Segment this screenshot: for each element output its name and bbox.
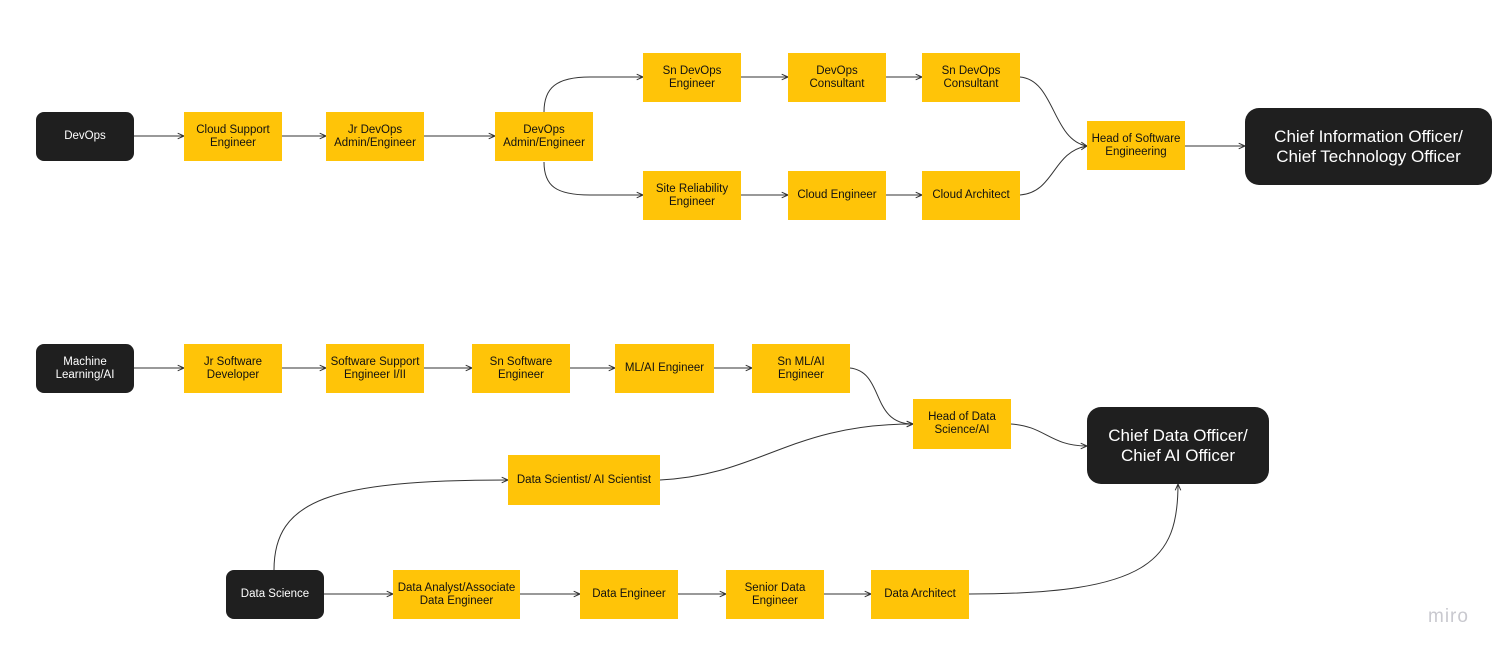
node-machine-learning-ai[interactable]: Machine Learning/AI — [36, 344, 134, 393]
node-jr-software-developer[interactable]: Jr Software Developer — [184, 344, 282, 393]
edge-sn-devops-consultant-to-head-software — [1019, 76, 1087, 146]
edge-sn-ml-ai-engineer-to-head-data-science — [849, 367, 913, 424]
node-sn-ml-ai-engineer[interactable]: Sn ML/AI Engineer — [752, 344, 850, 393]
node-sn-devops-consultant[interactable]: Sn DevOps Consultant — [922, 53, 1020, 102]
edge-head-data-science-to-cdo — [1010, 423, 1087, 446]
edge-data-scientist-to-head-data-science — [659, 424, 913, 481]
node-head-of-software-engineering[interactable]: Head of Software Engineering — [1087, 121, 1185, 170]
node-sn-devops-engineer[interactable]: Sn DevOps Engineer — [643, 53, 741, 102]
node-software-support-engineer[interactable]: Software Support Engineer I/II — [326, 344, 424, 393]
node-data-architect[interactable]: Data Architect — [871, 570, 969, 619]
node-head-of-data-science-ai[interactable]: Head of Data Science/AI — [913, 399, 1011, 449]
node-jr-devops-admin-engineer[interactable]: Jr DevOps Admin/Engineer — [326, 112, 424, 161]
edge-devops-admin-to-sn-devops-eng — [543, 77, 643, 113]
node-cdo-caio[interactable]: Chief Data Officer/ Chief AI Officer — [1087, 407, 1269, 484]
node-cio-cto[interactable]: Chief Information Officer/ Chief Technol… — [1245, 108, 1492, 185]
node-data-scientist-ai-scientist[interactable]: Data Scientist/ AI Scientist — [508, 455, 660, 505]
edge-data-architect-to-cdo — [968, 484, 1178, 595]
node-sn-software-engineer[interactable]: Sn Software Engineer — [472, 344, 570, 393]
node-data-analyst-associate[interactable]: Data Analyst/Associate Data Engineer — [393, 570, 520, 619]
node-cloud-engineer[interactable]: Cloud Engineer — [788, 171, 886, 220]
node-cloud-architect[interactable]: Cloud Architect — [922, 171, 1020, 220]
node-site-reliability-engineer[interactable]: Site Reliability Engineer — [643, 171, 741, 220]
node-cloud-support-engineer[interactable]: Cloud Support Engineer — [184, 112, 282, 161]
node-devops-admin-engineer[interactable]: DevOps Admin/Engineer — [495, 112, 593, 161]
node-devops-consultant[interactable]: DevOps Consultant — [788, 53, 886, 102]
node-data-engineer[interactable]: Data Engineer — [580, 570, 678, 619]
node-ml-ai-engineer[interactable]: ML/AI Engineer — [615, 344, 714, 393]
node-data-science[interactable]: Data Science — [226, 570, 324, 619]
edge-cloud-architect-to-head-software — [1019, 146, 1087, 196]
node-senior-data-engineer[interactable]: Senior Data Engineer — [726, 570, 824, 619]
node-devops[interactable]: DevOps — [36, 112, 134, 161]
miro-logo: miro — [1428, 606, 1469, 627]
edge-devops-admin-to-site-reliability — [543, 161, 643, 195]
edge-data-science-to-data-scientist — [273, 480, 508, 571]
